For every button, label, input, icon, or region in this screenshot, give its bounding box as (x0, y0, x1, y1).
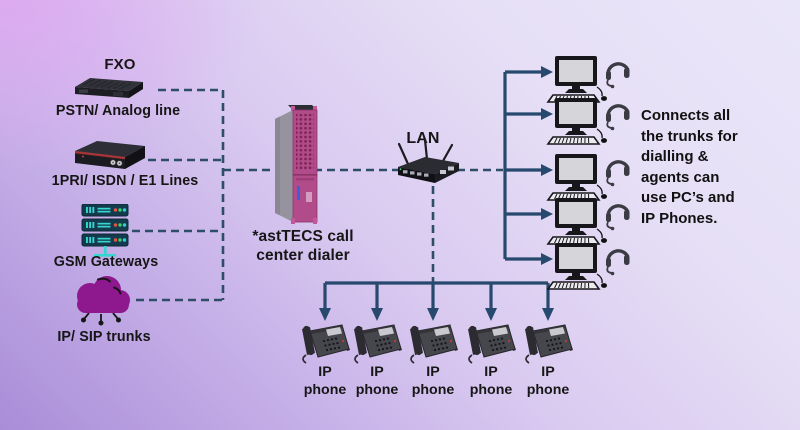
note-line: use PC’s and (641, 189, 735, 206)
note-line: the trunks for (641, 127, 738, 145)
lan-router-icon (397, 138, 459, 183)
arrow-right-icon (541, 164, 553, 176)
agent-workstation-icon (546, 242, 631, 290)
gsm-label: GSM Gateways (53, 254, 159, 270)
ip-phone-label-line1: IP (370, 364, 384, 380)
arrow-right-icon (541, 66, 553, 78)
arrow-right-icon (541, 208, 553, 220)
gsm-unit (81, 204, 129, 217)
ip-phone-label-line1: IP (426, 364, 440, 380)
note-line: IP Phones. (641, 209, 718, 227)
ip-phone-label: IP phone (401, 363, 465, 399)
lan-label: LAN (406, 130, 440, 147)
agent-workstation-icon (546, 55, 631, 103)
arrow-right-icon (541, 108, 553, 120)
dialer-label: *astTECS call center dialer (250, 227, 356, 265)
dialer-label-line1: *astTECS call (252, 228, 354, 245)
ip-phone-label-line1: IP (541, 364, 555, 380)
arrow-down-icon (371, 308, 383, 321)
solid-agent-lines (323, 70, 550, 308)
ip-phone-label-line2: phone (355, 382, 399, 398)
trunk-stub-lines (132, 88, 223, 302)
ip-phone-icon (405, 320, 461, 364)
dialer-tower-icon (275, 105, 318, 224)
ip-phone-label-line2: phone (526, 382, 570, 398)
arrow-down-icon (542, 308, 554, 321)
ip-phone-label-line2: phone (411, 382, 455, 398)
ip-phone-icon (297, 320, 353, 364)
fxo-label: FXO (104, 56, 136, 73)
ip-phone-label-line2: phone (303, 382, 347, 398)
ip-phone-label: IP phone (293, 363, 357, 399)
note-text: Connects all the trunks for dialling & a… (641, 106, 766, 229)
arrowheads (319, 66, 554, 321)
arrow-right-icon (541, 253, 553, 265)
fxo-gateway-icon (75, 78, 143, 98)
arrow-down-icon (427, 308, 439, 321)
dashed-trunk-lines (132, 88, 503, 302)
agent-workstation-icon (546, 153, 631, 201)
ip-phone-icon (463, 320, 519, 364)
note-line: dialling & (641, 148, 709, 165)
arrow-down-icon (319, 308, 331, 321)
ip-phone-label-line2: phone (469, 382, 513, 398)
gsm-gateway-stack-icon (81, 204, 129, 257)
ip-phone-label-line1: IP (318, 364, 332, 380)
agent-workstation-icon (546, 197, 631, 245)
agent-branch-lines (505, 70, 541, 261)
pstn-label: PSTN/ Analog line (55, 103, 181, 119)
phone-drop-lines (323, 283, 550, 308)
ip-phone-label-line1: IP (484, 364, 498, 380)
gsm-unit (81, 233, 129, 247)
ip-phone-icon (349, 320, 405, 364)
arrow-down-icon (485, 308, 497, 321)
ip-phone-label: IP phone (516, 363, 580, 399)
ip-phone-label: IP phone (345, 363, 409, 399)
pri-gateway-icon (75, 141, 145, 169)
note-line: Connects all (641, 107, 731, 124)
dialer-label-line2: center dialer (256, 247, 350, 264)
agent-workstation-icon (546, 97, 631, 145)
sip-cloud-icon (77, 276, 130, 326)
sip-label: IP/ SIP trunks (57, 329, 151, 345)
ip-phone-icon (520, 320, 576, 364)
note-line: agents can (641, 168, 720, 186)
gsm-unit (81, 218, 129, 232)
pri-label: 1PRI/ ISDN / E1 Lines (51, 173, 199, 189)
ip-phone-label: IP phone (459, 363, 523, 399)
